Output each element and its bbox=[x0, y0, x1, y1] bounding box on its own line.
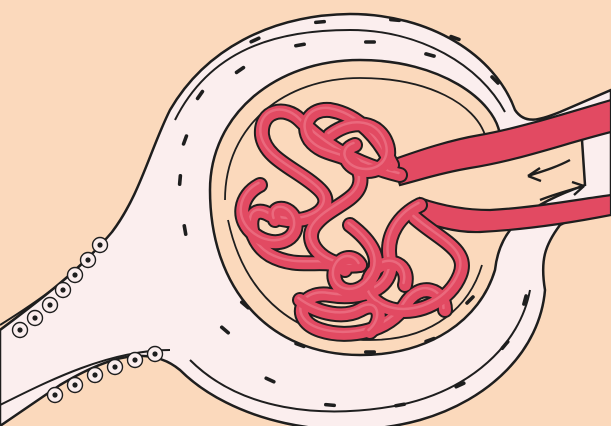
tubule-cell-nucleus bbox=[32, 315, 37, 320]
tubule-cell-nucleus bbox=[72, 382, 77, 387]
tubule-cell-nucleus bbox=[72, 272, 77, 277]
nucleus-dash bbox=[364, 350, 376, 354]
tubule-cell-nucleus bbox=[17, 327, 22, 332]
tubule-cell-nucleus bbox=[152, 351, 157, 356]
tubule-cell-nucleus bbox=[85, 257, 90, 262]
tubule-cell-nucleus bbox=[97, 242, 102, 247]
tubule-cell-nucleus bbox=[92, 372, 97, 377]
tubule-cell-nucleus bbox=[52, 392, 57, 397]
tubule-cell-nucleus bbox=[47, 302, 52, 307]
tubule-cell-nucleus bbox=[112, 364, 117, 369]
tubule-cell-nucleus bbox=[60, 287, 65, 292]
nucleus-dash bbox=[364, 40, 376, 44]
tubule-cell-nucleus bbox=[132, 357, 137, 362]
